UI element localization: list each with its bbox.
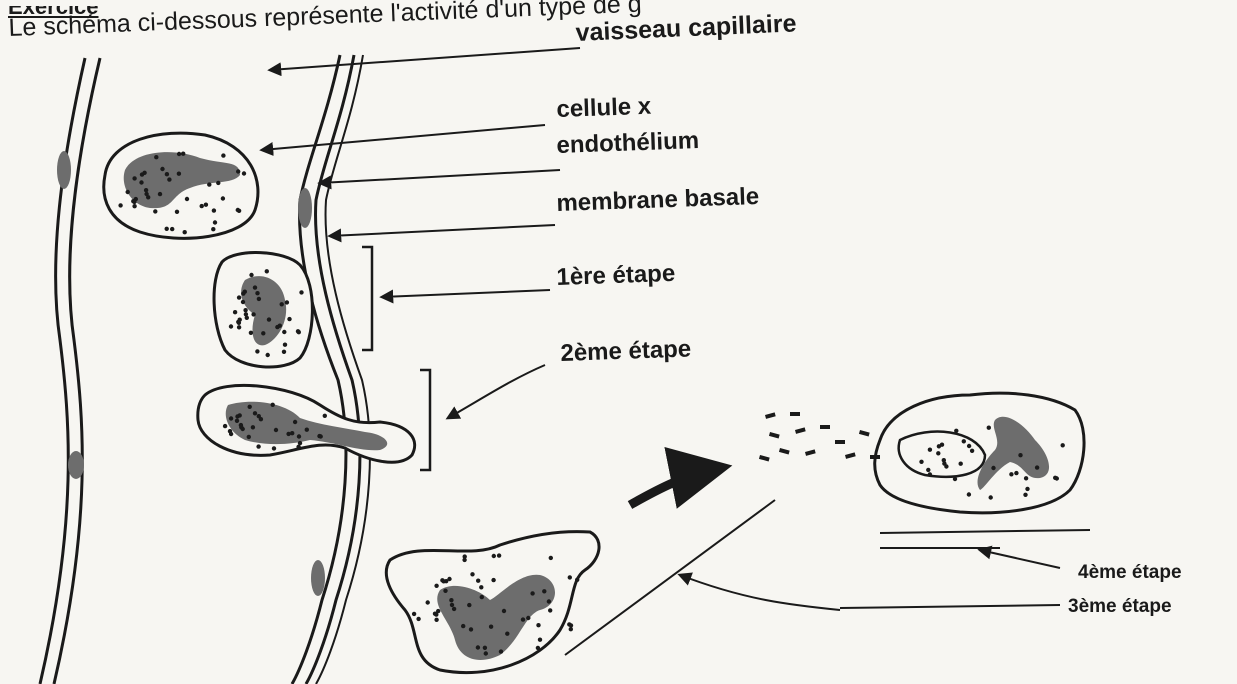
label-cell-x: cellule x (556, 93, 652, 124)
right-wall-nucleus-1 (298, 188, 312, 228)
bacterium-mark (765, 412, 776, 418)
bacterium-mark (759, 455, 770, 461)
cell-x (104, 133, 258, 238)
bacterium-mark (835, 440, 845, 444)
right-wall-nucleus-2 (311, 560, 325, 596)
label-step3: 3ème étape (1068, 596, 1172, 618)
label-endothelium: endothélium (556, 127, 700, 160)
bacterium-mark (790, 412, 800, 416)
cell-step1 (214, 253, 312, 367)
cell-step3 (386, 532, 599, 673)
cell-step2 (198, 385, 415, 462)
bacterium-mark (769, 432, 780, 438)
bacterium-mark (870, 455, 880, 459)
label-step1: 1ère étape (556, 260, 676, 292)
left-wall-nucleus-1 (57, 151, 71, 189)
bacterium-mark (779, 448, 790, 454)
cell-step4 (875, 393, 1084, 513)
left-wall-nucleus-2 (68, 451, 84, 479)
step3-connector (565, 500, 775, 655)
label-step4: 4ème étape (1078, 562, 1182, 584)
bacterium-mark (845, 452, 856, 458)
bacteria-fragments (759, 412, 880, 461)
bacterium-mark (805, 449, 816, 455)
left-vessel-wall (40, 58, 100, 684)
bacterium-mark (859, 430, 870, 436)
bacterium-mark (820, 425, 830, 429)
step4-marker-lines (880, 530, 1090, 548)
bacterium-mark (795, 427, 806, 433)
label-step2: 2ème étape (560, 335, 692, 368)
migration-arrow (630, 468, 720, 505)
right-vessel-wall (292, 55, 370, 684)
